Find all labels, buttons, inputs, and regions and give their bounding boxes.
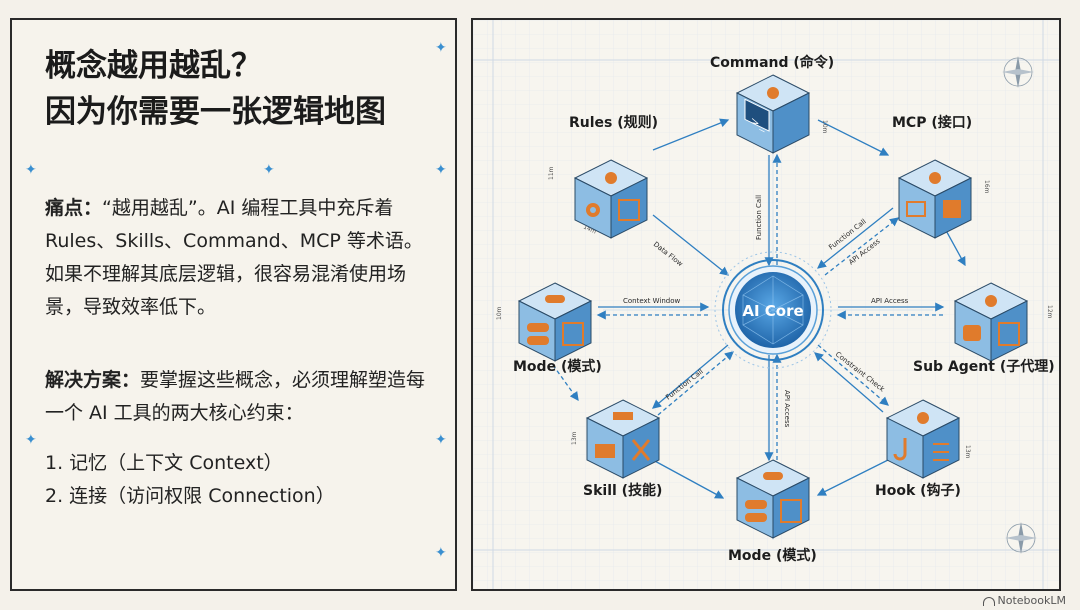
edge-label-api-access: API Access — [783, 390, 791, 428]
title-line-2: 因为你需要一张逻辑地图 — [45, 89, 445, 135]
node-label-hook: Hook (钩子) — [875, 480, 961, 500]
node-label-mode-bottom: Mode (模式) — [728, 545, 817, 565]
node-label-mcp: MCP (接口) — [892, 112, 972, 132]
pain-point-text: “越用越乱”。AI 编程工具中充斥着 Rules、Skills、Command、… — [45, 197, 423, 318]
page-title: 概念越用越乱？ 因为你需要一张逻辑地图 — [45, 43, 445, 135]
sparkle-icon: ✦ — [435, 432, 447, 448]
dim-label: 10m — [821, 120, 828, 134]
title-line-1: 概念越用越乱？ — [45, 43, 445, 89]
diagram-panel: Data Flow Function Call Function Call AP… — [471, 18, 1061, 591]
edge-label-function-call: Function Call — [755, 195, 763, 240]
pain-point-paragraph: 痛点：“越用越乱”。AI 编程工具中充斥着 Rules、Skills、Comma… — [45, 192, 435, 324]
constraint-list: 1. 记忆（上下文 Context） 2. 连接（访问权限 Connection… — [45, 447, 435, 513]
node-label-command: Command (命令) — [710, 52, 834, 72]
pain-point-label: 痛点： — [45, 197, 102, 219]
sparkle-icon: ✦ — [435, 545, 447, 561]
sparkle-icon: ✦ — [263, 162, 275, 178]
sparkle-icon: ✦ — [25, 162, 37, 178]
sparkle-icon: ✦ — [25, 432, 37, 448]
dim-label: 13m — [571, 431, 578, 445]
edge-label-api-access: API Access — [871, 297, 909, 305]
core-label: AI Core — [742, 302, 803, 320]
dim-label: 16m — [983, 180, 990, 194]
dim-label: 12m — [1046, 305, 1053, 319]
solution-label: 解决方案： — [45, 369, 140, 391]
sparkle-icon: ✦ — [435, 40, 447, 56]
node-label-rules: Rules (规则) — [569, 112, 658, 132]
node-label-sub-agent: Sub Agent (子代理) — [913, 356, 1055, 376]
dim-label: 13m — [964, 445, 971, 459]
solution-paragraph: 解决方案：要掌握这些概念，必须理解塑造每一个 AI 工具的两大核心约束： — [45, 364, 435, 430]
notebooklm-logo-icon — [983, 597, 995, 606]
notebooklm-watermark: NotebookLM — [983, 594, 1066, 607]
edge-label-context-window: Context Window — [623, 297, 681, 305]
node-label-skill: Skill (技能) — [583, 480, 662, 500]
list-item: 1. 记忆（上下文 Context） — [45, 447, 435, 480]
sparkle-icon: ✦ — [435, 162, 447, 178]
list-item: 2. 连接（访问权限 Connection） — [45, 480, 435, 513]
diagram-svg: Data Flow Function Call Function Call AP… — [473, 20, 1061, 591]
node-label-mode: Mode (模式) — [513, 356, 602, 376]
dim-label: 11m — [548, 166, 555, 180]
dim-label: 10m — [496, 306, 503, 320]
